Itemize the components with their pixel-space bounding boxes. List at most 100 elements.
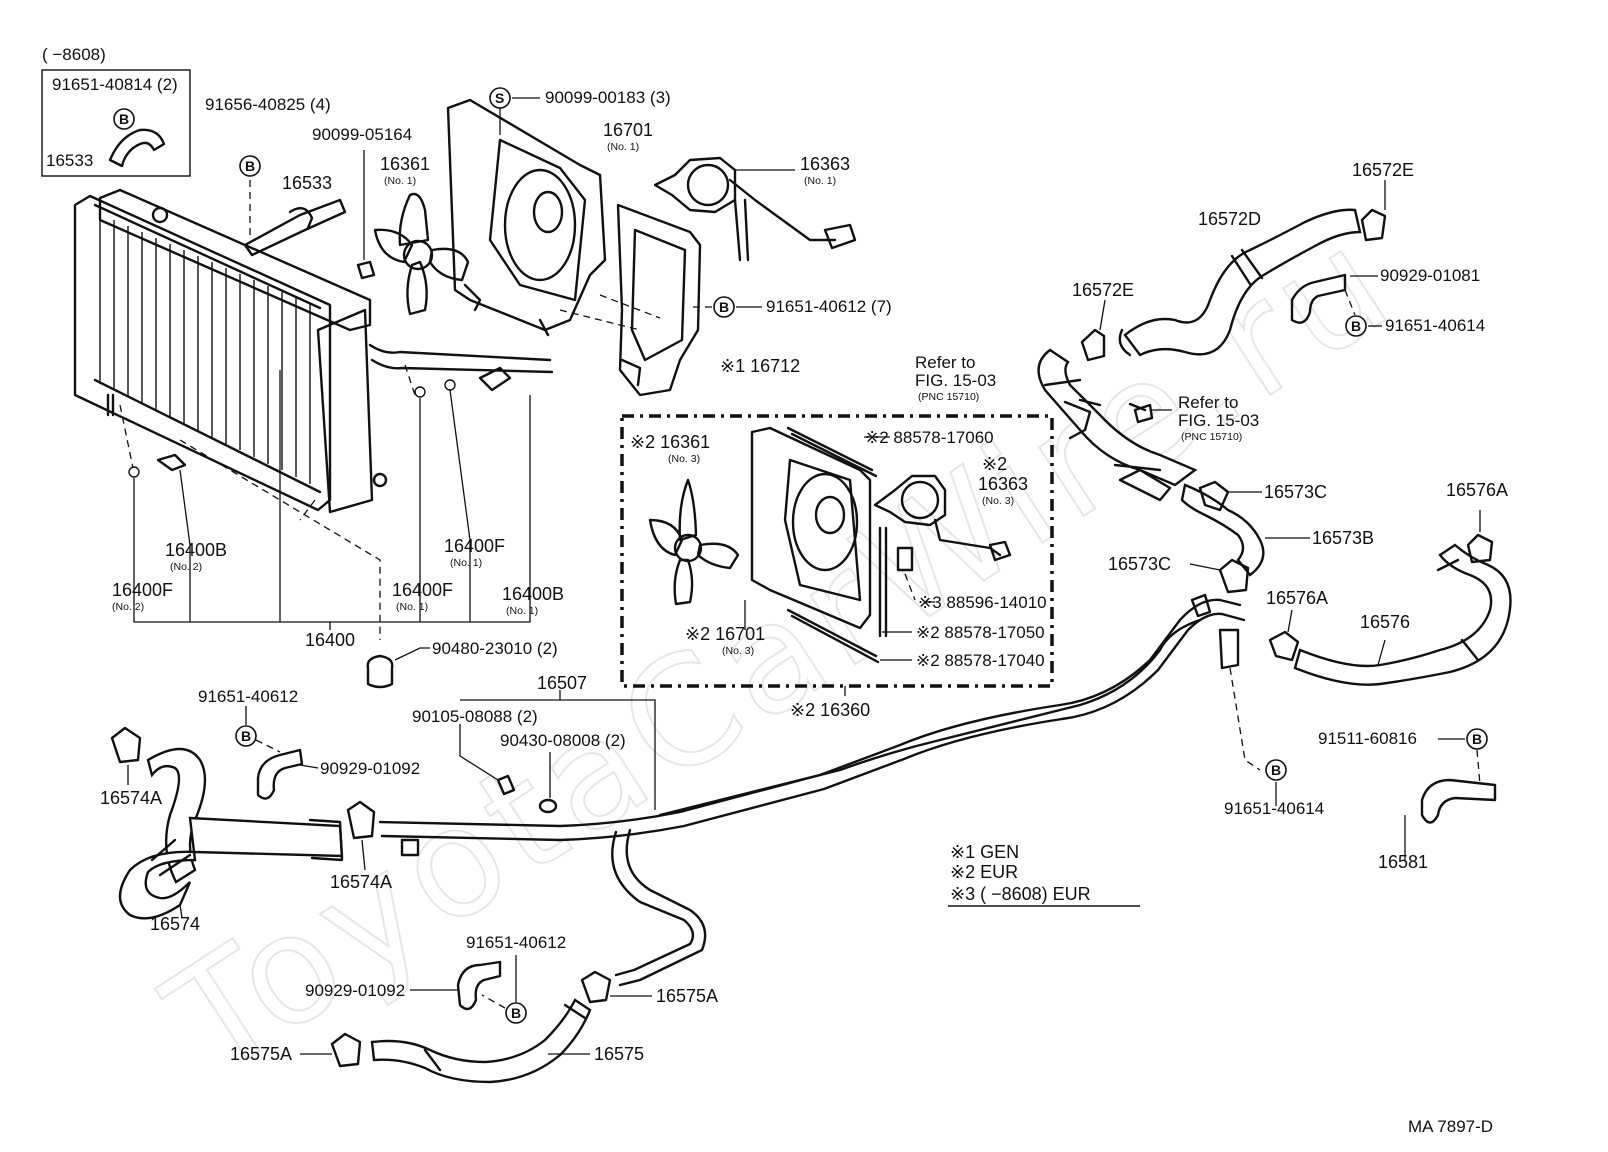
clamp-16576A-b [1268,609,1300,662]
inset-clamp-shape [108,128,166,168]
clamp-16572E-b [1080,299,1106,362]
svg-text:B: B [119,111,129,127]
label-16400F-a-sub: (No. 2) [112,601,144,613]
fittings-16507 [459,690,656,814]
label-90430-08008: 90430-08008 (2) [500,731,626,750]
refer-2-line-c: (PNC 15710) [1181,431,1242,443]
svg-text:S: S [495,90,504,106]
svg-text:B: B [719,299,729,315]
shroud-16701-no1 [446,98,607,337]
radiator-leaders [119,364,531,640]
hose-16573B [1180,483,1310,577]
label-16573C-a: 16573C [1264,482,1327,502]
bracket-90929-01092-b [410,960,502,1011]
label-box-16360: ※2 16360 [790,700,870,720]
label-16575: 16575 [594,1044,644,1064]
inset-range-label: ( −8608) [42,45,106,64]
label-16572D: 16572D [1198,209,1261,229]
clamp-16533-shape [243,180,347,257]
label-90099-05164: 90099-05164 [312,125,412,144]
bolt-refer-2 [1133,403,1172,424]
bracket-16712 [559,203,702,397]
clamp-16573C-a [1198,480,1262,512]
svg-text:B: B [511,1005,521,1021]
label-16575A-b: 16575A [656,986,718,1006]
clamp-16581 [1404,778,1497,860]
label-91651-40614-b: 91651-40614 [1224,799,1324,818]
label-91511-60816: 91511-60816 [1318,729,1417,748]
label-box-16363: 16363 [978,474,1028,494]
svg-text:B: B [245,158,255,174]
part-labels: 91656-40825 (4) 90099-00183 (3) 90099-05… [100,88,1508,1064]
label-91651-40612-b: 91651-40612 [466,933,566,952]
legend-item-1: ※1 GEN [950,842,1019,862]
label-16576A-a: 16576A [1446,480,1508,500]
label-91651-40614-a: 91651-40614 [1385,316,1485,335]
radiator-pipe [368,343,554,374]
label-16400B-a-sub: (No. 2) [170,561,202,573]
radiator [73,188,388,514]
label-90929-01092-b: 90929-01092 [305,981,405,1000]
label-16507: 16507 [537,673,587,693]
label-16361: 16361 [380,154,430,174]
label-box-88578-17040: ※2 88578-17040 [916,651,1045,670]
legend: ※1 GEN ※2 EUR ※3 ( −8608) EUR [948,842,1140,907]
label-90480-23010: 90480-23010 (2) [432,639,558,658]
label-box-16363-sub: (No. 3) [982,495,1014,507]
label-16574A-b: 16574A [330,872,392,892]
label-box-88578-17050: ※2 88578-17050 [916,623,1045,642]
eur-fan-box [620,414,1054,696]
pipe-bracket-plates [400,593,1261,857]
label-16400F-a: 16400F [112,580,173,600]
hose-16574 [118,747,344,920]
cap-90480 [366,647,430,689]
inset-clamp-label: 16533 [46,151,93,170]
bolt-marker-91651-40614-a: B [1345,315,1382,337]
refer-1-line-c: (PNC 15710) [918,391,979,403]
label-16576: 16576 [1360,612,1410,632]
nut-90099-05164 [356,150,376,280]
label-16701: 16701 [603,120,653,140]
label-box-star2: ※2 [982,454,1007,474]
inset-bolt-label: 91651-40814 (2) [52,75,178,94]
clamp-16574A-b [346,800,376,871]
bolt-marker-91651-40612-7: B [690,296,762,318]
label-box-88578-17060: ※2 88578-17060 [865,428,994,447]
pipe-16573 [1037,348,1198,502]
svg-text:B: B [1271,762,1281,778]
label-91656-40825: 91656-40825 (4) [205,95,331,114]
label-16573B: 16573B [1312,528,1374,548]
refer-2-line-b: FIG. 15-03 [1178,411,1259,430]
label-16363: 16363 [800,154,850,174]
clamp-16574A-a [110,726,142,785]
label-box-16361-sub: (No. 3) [668,453,700,465]
label-16575A-a: 16575A [230,1044,292,1064]
fan-16361-no1 [373,192,470,316]
label-box-16701-sub: (No. 3) [722,645,754,657]
svg-text:B: B [241,728,251,744]
label-16533: 16533 [282,173,332,193]
label-16400B-b: 16400B [502,584,564,604]
label-91651-40612-7: 91651-40612 (7) [766,297,892,316]
legend-item-3: ※3 ( −8608) EUR [950,884,1091,904]
label-90929-01081: 90929-01081 [1380,266,1480,285]
drawing-id: MA 7897-D [1408,1117,1493,1136]
bolt-marker-91651-40612-b: B [481,955,527,1024]
bracket-90929-01081 [1290,273,1378,324]
label-16400F-c-sub: (No. 1) [396,601,428,613]
svg-text:B: B [1472,731,1482,747]
hose-16576 [1293,543,1512,686]
label-16363-sub: (No. 1) [804,175,836,187]
label-box-16361: ※2 16361 [630,432,710,452]
label-16576A-b: 16576A [1266,588,1328,608]
refer-1-line-a: Refer to [915,353,975,372]
screw-marker-s: S [489,87,511,109]
label-16400F-c: 16400F [392,580,453,600]
label-16572E-b: 16572E [1072,280,1134,300]
label-box-16701: ※2 16701 [685,624,765,644]
label-90929-01092-a: 90929-01092 [320,759,420,778]
label-16400F-b-sub: (No. 1) [450,557,482,569]
label-16400B-a: 16400B [165,540,227,560]
clamp-16575A-b [580,970,652,1004]
